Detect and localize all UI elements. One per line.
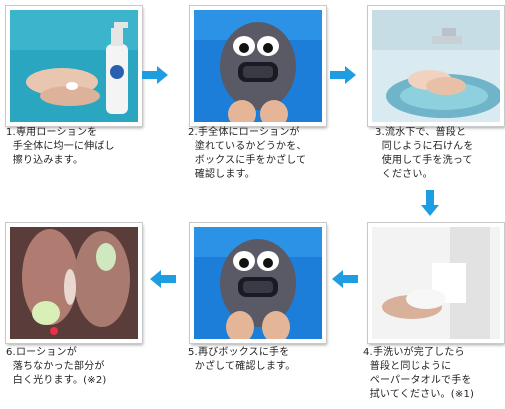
step-3-caption: 3.流水下で、普段と 同じように石けんを 使用して手を洗って ください。 (375, 127, 474, 180)
step-5-photo (190, 223, 326, 343)
arrow-right-icon (330, 66, 356, 84)
step-2-caption: 2.手全体にローションが 塗れているかどうかを、 ボックスに手をかざして 確認し… (188, 127, 307, 180)
step-5-caption: 5.再びボックスに手を かざして確認します。 (188, 347, 296, 372)
arrow-left-icon (332, 270, 358, 288)
step-4-photo (368, 223, 504, 343)
arrow-left-icon (150, 270, 176, 288)
step-1-photo (6, 6, 142, 126)
step-1-caption: 1.専用ローションを 手全体に均一に伸ばし 擦り込みます。 (6, 127, 115, 166)
step-4-caption: 4.手洗いが完了したら 普段と同じように ペーパータオルで手を 拭いてください。… (363, 347, 475, 400)
arrow-down-icon (421, 190, 439, 216)
step-2-photo (190, 6, 326, 126)
step-3-photo (368, 6, 504, 126)
arrow-right-icon (142, 66, 168, 84)
step-6-caption: 6.ローションが 落ちなかった部分が 白く光ります。(※2) (6, 347, 107, 386)
step-6-photo (6, 223, 142, 343)
